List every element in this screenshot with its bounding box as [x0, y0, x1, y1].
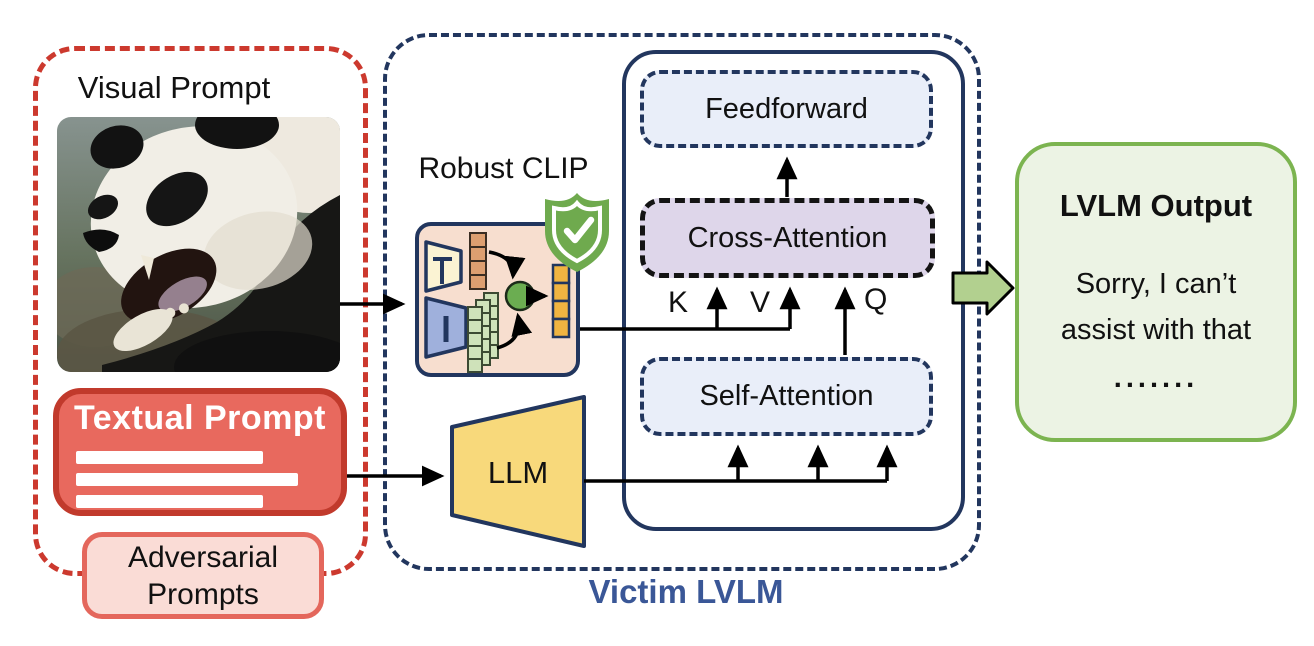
adversarial-prompts-label-line1: Adversarial — [127, 540, 279, 574]
text-line-bar — [76, 451, 263, 464]
textual-prompt-label: Textual Prompt — [74, 399, 326, 437]
adversarial-prompts-label-line2: Prompts — [147, 577, 259, 611]
lvlm-output-box: LVLM Output Sorry, I can’t assist with t… — [1015, 142, 1297, 442]
text-line-bar — [76, 473, 298, 486]
self-attention-label: Self-Attention — [699, 380, 874, 412]
textual-prompt-box: Textual Prompt — [53, 388, 347, 516]
visual-prompt-label: Visual Prompt — [77, 70, 271, 105]
text-line-bar — [76, 495, 263, 508]
lvlm-output-message-line1: Sorry, I can’t — [1075, 268, 1237, 300]
cross-attention-label: Cross-Attention — [687, 221, 888, 254]
feedforward-label: Feedforward — [705, 92, 868, 125]
adversarial-prompts-box: Adversarial Prompts — [82, 532, 324, 619]
query-label: Q — [864, 283, 888, 316]
robust-clip-label: Robust CLIP — [418, 152, 589, 185]
lvlm-output-message-line2: assist with that — [1060, 314, 1252, 346]
robust-clip-box — [415, 222, 580, 377]
feedforward-box: Feedforward — [640, 70, 933, 148]
cross-attention-box: Cross-Attention — [640, 198, 935, 278]
lvlm-output-ellipsis: ....... — [1113, 362, 1199, 394]
self-attention-box: Self-Attention — [640, 357, 933, 436]
victim-lvlm-caption: Victim LVLM — [588, 573, 784, 610]
panda-photo-illustration — [57, 117, 340, 372]
visual-prompt-image — [57, 117, 340, 372]
lvlm-output-title: LVLM Output — [1059, 188, 1253, 223]
value-label: V — [750, 286, 771, 319]
llm-label: LLM — [487, 455, 549, 490]
key-label: K — [668, 286, 689, 319]
